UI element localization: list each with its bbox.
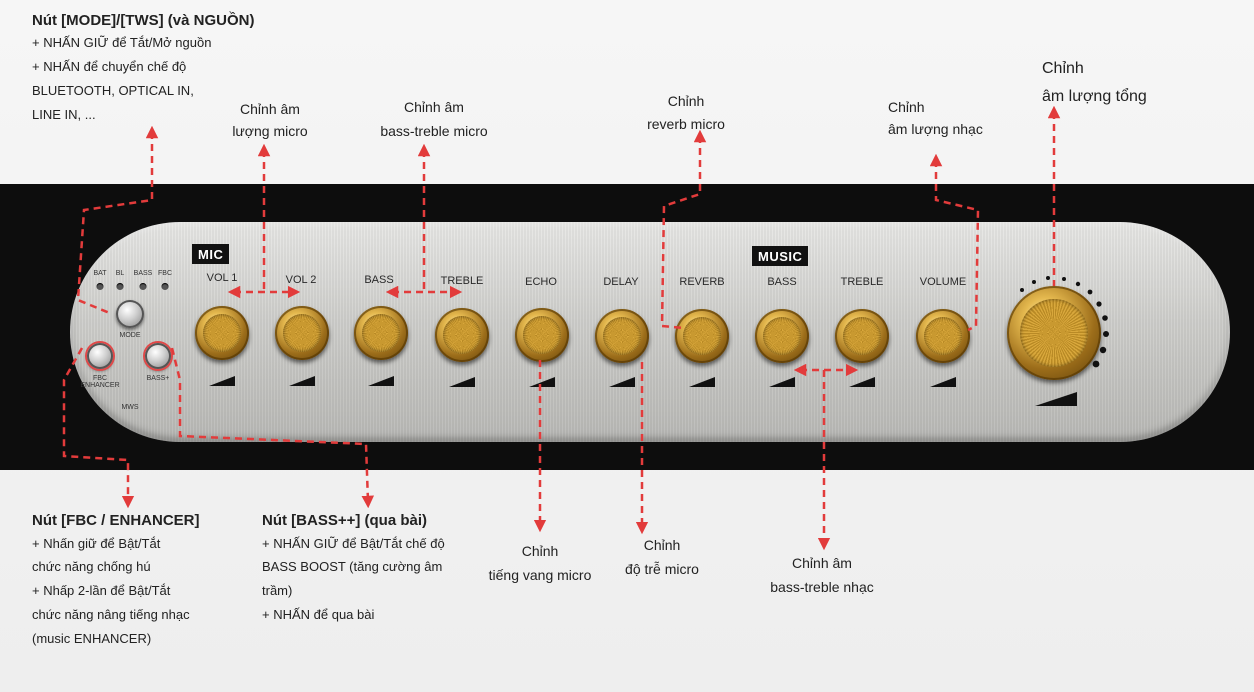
master-volume-line1: Chỉnh: [1042, 60, 1084, 77]
tws-label: MWS: [121, 404, 139, 411]
reverb-line2: reverb micro: [647, 116, 725, 132]
music-volume-line2: âm lượng nhạc: [888, 121, 983, 137]
led-bass: [139, 283, 147, 290]
bassplus-line3: trầm): [262, 583, 293, 598]
mode-line4: LINE IN, ...: [32, 107, 96, 122]
level-indicator: [449, 377, 475, 387]
delay-line2: độ trễ micro: [625, 561, 699, 577]
reverb-line1: Chỉnh: [667, 93, 705, 109]
led-label-fbc: FBC: [158, 270, 172, 277]
fbc-line4: chức năng nâng tiếng nhạc: [32, 607, 190, 622]
knob-label-vol1: VOL 1: [206, 272, 238, 284]
mic-volume-line1: Chỉnh âm: [240, 101, 300, 117]
music-volume-line1: Chỉnh: [888, 99, 925, 115]
knob-label-reverb: REVERB: [679, 276, 725, 288]
delay-line1: Chỉnh: [643, 537, 681, 553]
knob-mic-treble[interactable]: [435, 308, 489, 362]
fbc-button-label: FBC ENHANCER: [80, 375, 120, 389]
knob-label-echo: ECHO: [525, 276, 557, 288]
knob-mic-bass[interactable]: [354, 306, 408, 360]
knob-label-volume: VOLUME: [919, 276, 967, 288]
knob-label-mic-bass: BASS: [364, 274, 394, 286]
mode-button[interactable]: [116, 300, 144, 328]
led-bl: [116, 283, 124, 290]
mode-line1: + NHẤN GIỮ để Tắt/Mở nguồn: [32, 35, 212, 50]
led-label-bass: BASS: [133, 270, 153, 277]
bassplus-line2: BASS BOOST (tăng cường âm: [262, 559, 443, 574]
knob-music-bass[interactable]: [755, 309, 809, 363]
level-indicator: [849, 377, 875, 387]
mode-button-label: MODE: [119, 332, 141, 339]
bass-plus-button-label: BASS+: [146, 375, 170, 382]
music-bass-treble-line1: Chỉnh âm: [792, 555, 852, 571]
fbc-title: Nút [FBC / ENHANCER]: [32, 512, 200, 529]
fbc-line5: (music ENHANCER): [32, 631, 152, 646]
level-indicator: [769, 377, 795, 387]
mode-title: Nút [MODE]/[TWS] (và NGUỒN): [32, 12, 255, 29]
led-label-bat: BAT: [93, 270, 107, 277]
knob-master-volume[interactable]: [1007, 286, 1101, 380]
knob-label-music-treble: TREBLE: [840, 276, 884, 288]
music-tag: MUSIC: [752, 246, 809, 266]
echo-line2: tiếng vang micro: [488, 567, 592, 583]
mic-tag: MIC: [192, 244, 230, 264]
knob-echo[interactable]: [515, 308, 569, 362]
level-indicator: [209, 376, 235, 386]
knob-delay[interactable]: [595, 309, 649, 363]
mode-line3: BLUETOOTH, OPTICAL IN,: [32, 83, 194, 98]
knob-label-mic-treble: TREBLE: [440, 275, 484, 287]
knob-reverb[interactable]: [675, 309, 729, 363]
mic-bass-treble-line2: bass-treble micro: [380, 123, 488, 139]
knob-volume[interactable]: [916, 309, 970, 363]
knob-label-music-bass: BASS: [767, 276, 797, 288]
level-indicator: [289, 376, 315, 386]
fbc-line1: + Nhấn giữ để Bật/Tắt: [32, 536, 161, 551]
level-indicator: [930, 377, 956, 387]
echo-line1: Chỉnh: [521, 543, 559, 559]
master-volume-line2: âm lượng tổng: [1042, 88, 1147, 105]
level-indicator: [689, 377, 715, 387]
level-indicator: [609, 377, 635, 387]
fbc-enhancer-button[interactable]: [87, 343, 113, 369]
led-label-bl: BL: [115, 270, 125, 277]
mic-volume-line2: lượng micro: [232, 123, 308, 139]
bass-plus-button[interactable]: [145, 343, 171, 369]
music-bass-treble-line2: bass-treble nhạc: [770, 579, 874, 595]
knob-vol1[interactable]: [195, 306, 249, 360]
knob-music-treble[interactable]: [835, 309, 889, 363]
bassplus-title: Nút [BASS++] (qua bài): [262, 512, 428, 529]
mic-bass-treble-line1: Chỉnh âm: [404, 99, 464, 115]
fbc-line2: chức năng chống hú: [32, 559, 151, 574]
knob-label-delay: DELAY: [603, 276, 639, 288]
level-indicator: [529, 377, 555, 387]
bassplus-line4: + NHẤN để qua bài: [262, 607, 375, 622]
knob-vol2[interactable]: [275, 306, 329, 360]
knob-label-vol2: VOL 2: [285, 274, 317, 286]
mode-line2: + NHẤN để chuyển chế độ: [32, 59, 187, 74]
bassplus-line1: + NHẤN GIỮ để Bật/Tắt chế độ: [262, 536, 445, 551]
level-indicator: [368, 376, 394, 386]
fbc-line3: + Nhấp 2-lần để Bật/Tắt: [32, 583, 171, 598]
led-fbc: [161, 283, 169, 290]
led-bat: [96, 283, 104, 290]
